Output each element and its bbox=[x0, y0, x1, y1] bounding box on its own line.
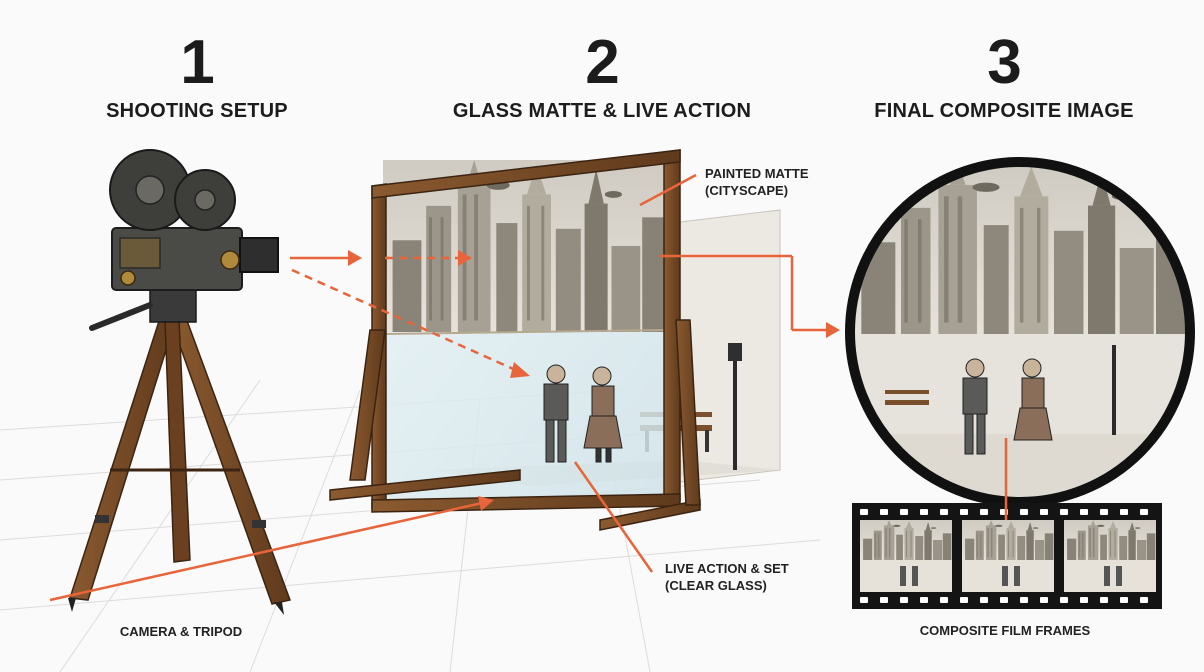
step-1-title: SHOOTING SETUP bbox=[106, 100, 288, 122]
camera-tripod-label: CAMERA & TRIPOD bbox=[119, 624, 243, 639]
flow-arrows bbox=[49, 173, 1008, 602]
camera-tripod-illustration bbox=[68, 149, 292, 615]
live-action-label-line-2: (CLEAR GLASS) bbox=[665, 578, 767, 593]
glass-matte-illustration bbox=[329, 149, 781, 531]
step-3-title: FINAL COMPOSITE IMAGE bbox=[874, 100, 1134, 122]
step-2-number: 2 bbox=[585, 28, 619, 97]
step-1-number: 1 bbox=[180, 28, 214, 97]
step-2-title: GLASS MATTE & LIVE ACTION bbox=[452, 100, 752, 122]
live-action-label: LIVE ACTION & SET (CLEAR GLASS) bbox=[665, 560, 789, 594]
step-3-number: 3 bbox=[987, 28, 1021, 97]
film-strip-illustration bbox=[852, 503, 1162, 609]
painted-matte-label-line-2: (CITYSCAPE) bbox=[705, 183, 789, 198]
painted-matte-label-line-1: PAINTED MATTE bbox=[705, 166, 809, 181]
live-action-label-line-1: LIVE ACTION & SET bbox=[665, 561, 789, 576]
composite-image-illustration bbox=[845, 157, 1195, 507]
composite-film-frames-label: COMPOSITE FILM FRAMES bbox=[919, 623, 1091, 638]
painted-matte-label: PAINTED MATTE (CITYSCAPE) bbox=[705, 165, 809, 199]
